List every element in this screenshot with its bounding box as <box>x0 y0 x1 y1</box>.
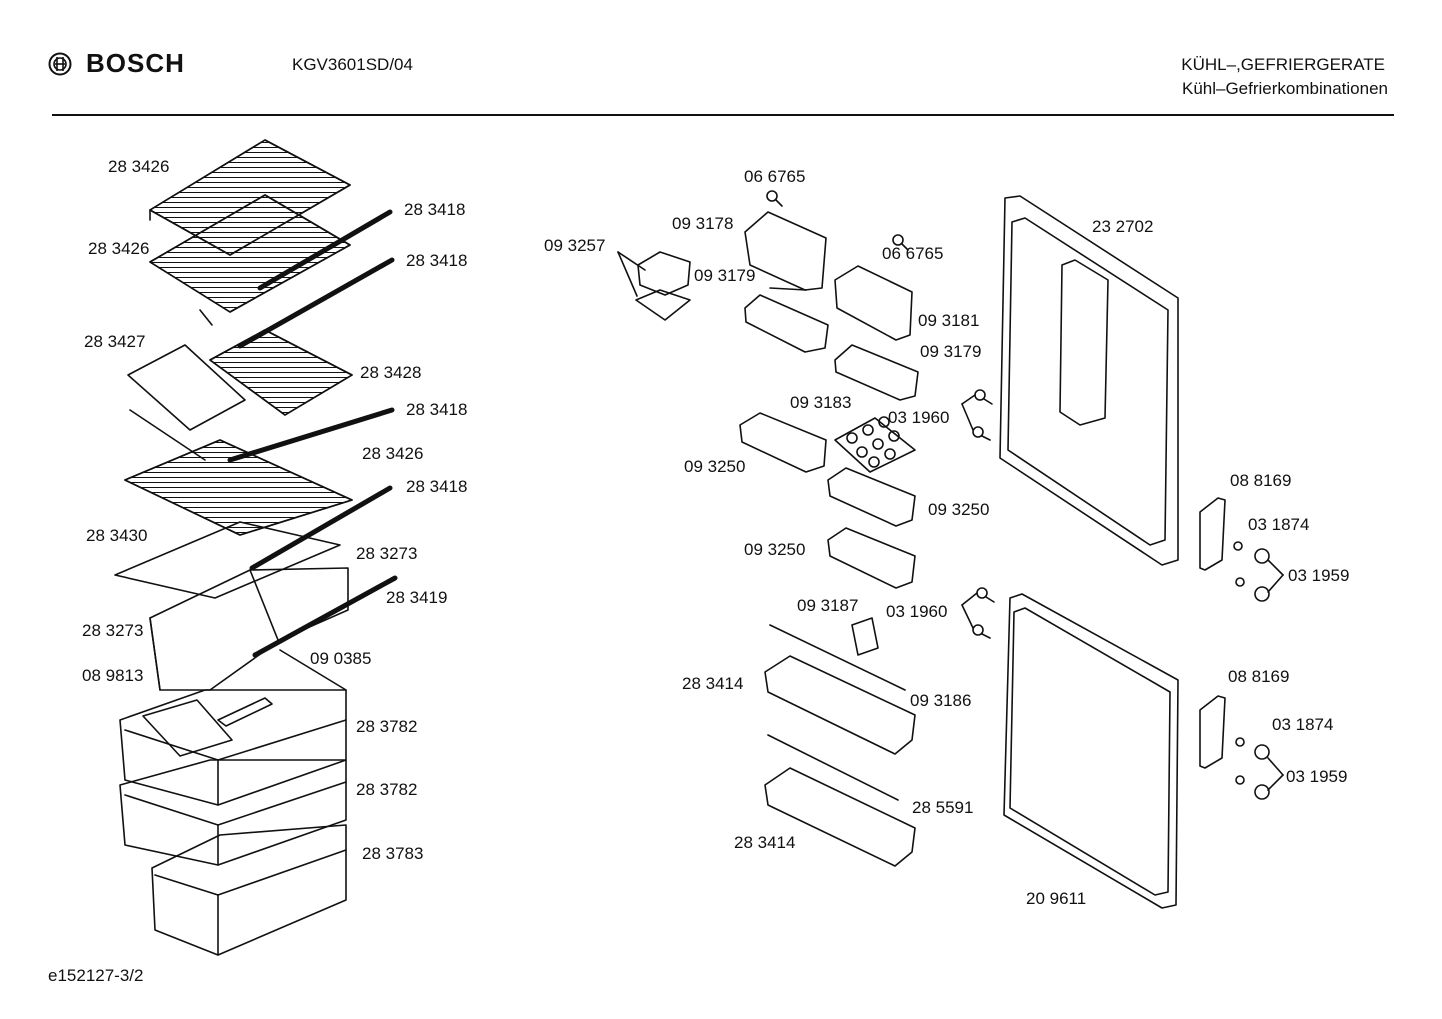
part-label: 03 1959 <box>1286 767 1348 786</box>
part-label: 28 3426 <box>108 157 170 176</box>
part-label: 03 1874 <box>1272 715 1334 734</box>
brand-logo: BOSCH <box>48 48 185 79</box>
freezer-door <box>1003 593 1179 909</box>
bottle-clip <box>851 617 879 656</box>
part-label: 28 3414 <box>682 674 744 693</box>
door-bin-1 <box>739 412 827 473</box>
part-label: 03 1960 <box>886 602 948 621</box>
ice-scraper <box>217 697 273 727</box>
document-id: e152127-3/2 <box>48 966 144 985</box>
part-label: 28 3426 <box>362 444 424 463</box>
part-label: 06 6765 <box>744 167 806 186</box>
vegetable-bin <box>149 567 349 691</box>
butter-dish <box>617 251 691 321</box>
part-label: 09 3186 <box>910 691 972 710</box>
screw-set <box>766 190 995 639</box>
crisper-cover <box>114 521 341 599</box>
part-label: 06 6765 <box>882 244 944 263</box>
brand-name: BOSCH <box>86 48 185 78</box>
part-label: 09 3183 <box>790 393 852 412</box>
fridge-door <box>999 195 1179 566</box>
part-label: 28 3426 <box>88 239 150 258</box>
part-label: 08 8169 <box>1230 471 1292 490</box>
part-label: 03 1959 <box>1288 566 1350 585</box>
shelf-rail-4 <box>249 485 393 571</box>
part-label: 28 3782 <box>356 780 418 799</box>
part-label: 09 3179 <box>920 342 982 361</box>
part-label: 28 3418 <box>406 400 468 419</box>
hinge-2 <box>1199 695 1284 800</box>
dairy-cover-1 <box>744 211 827 291</box>
model-number: KGV3601SD/04 <box>292 55 413 74</box>
part-label: 23 2702 <box>1092 217 1154 236</box>
part-label: 28 3783 <box>362 844 424 863</box>
hinge-1 <box>1199 497 1284 602</box>
part-label: 09 3250 <box>928 500 990 519</box>
part-label: 09 3187 <box>797 596 859 615</box>
part-label: 28 3418 <box>406 477 468 496</box>
part-label: 28 3273 <box>356 544 418 563</box>
part-label: 28 3427 <box>84 332 146 351</box>
part-label: 28 3428 <box>360 363 422 382</box>
freezer-drawer-1 <box>119 689 347 806</box>
bottle-bin-1 <box>764 655 916 755</box>
part-label: 03 1960 <box>888 408 950 427</box>
bottle-retainer-1 <box>769 624 906 691</box>
part-label: 28 3782 <box>356 717 418 736</box>
ice-cube-tray <box>142 699 233 757</box>
freezer-drawer-3 <box>151 824 347 956</box>
part-label: 09 0385 <box>310 649 372 668</box>
part-label: 08 8169 <box>1228 667 1290 686</box>
egg-tray <box>834 416 916 473</box>
category-main: KÜHL–,GEFRIERGERATE <box>1181 55 1385 74</box>
part-label: 28 3414 <box>734 833 796 852</box>
bottle-bin-2 <box>764 767 916 867</box>
part-label: 28 5591 <box>912 798 974 817</box>
part-label: 09 3179 <box>694 266 756 285</box>
part-label: 20 9611 <box>1026 889 1087 908</box>
category-sub: Kühl–Gefrierkombinationen <box>1181 79 1388 98</box>
glass-shelf-4 <box>124 439 353 536</box>
part-label: 09 3181 <box>918 311 980 330</box>
header-divider <box>52 114 1394 116</box>
part-label: 09 3178 <box>672 214 734 233</box>
glass-shelf-3 <box>129 329 353 461</box>
part-label: 28 3430 <box>86 526 148 545</box>
freezer-drawer-2 <box>119 759 347 866</box>
bosch-armature-icon <box>48 52 72 75</box>
bottle-retainer-2 <box>767 734 899 801</box>
part-label: 28 3273 <box>82 621 144 640</box>
part-label: 09 3250 <box>744 540 806 559</box>
part-label: 28 3418 <box>406 251 468 270</box>
part-label: 03 1874 <box>1248 515 1310 534</box>
glass-shelf-2 <box>149 194 351 326</box>
door-bin-small-1 <box>744 294 829 353</box>
part-label: 28 3419 <box>386 588 448 607</box>
part-label: 09 3250 <box>684 457 746 476</box>
door-bin-3 <box>827 527 916 589</box>
door-bin-2 <box>827 467 916 527</box>
part-label: 28 3418 <box>404 200 466 219</box>
dairy-cover-2 <box>834 265 913 341</box>
small-shelf <box>127 344 246 431</box>
part-label: 09 3257 <box>544 236 606 255</box>
shelf-rail-3 <box>227 407 395 463</box>
door-bin-small-2 <box>834 344 919 401</box>
bin-rail <box>252 575 398 658</box>
part-label: 08 9813 <box>82 666 144 685</box>
